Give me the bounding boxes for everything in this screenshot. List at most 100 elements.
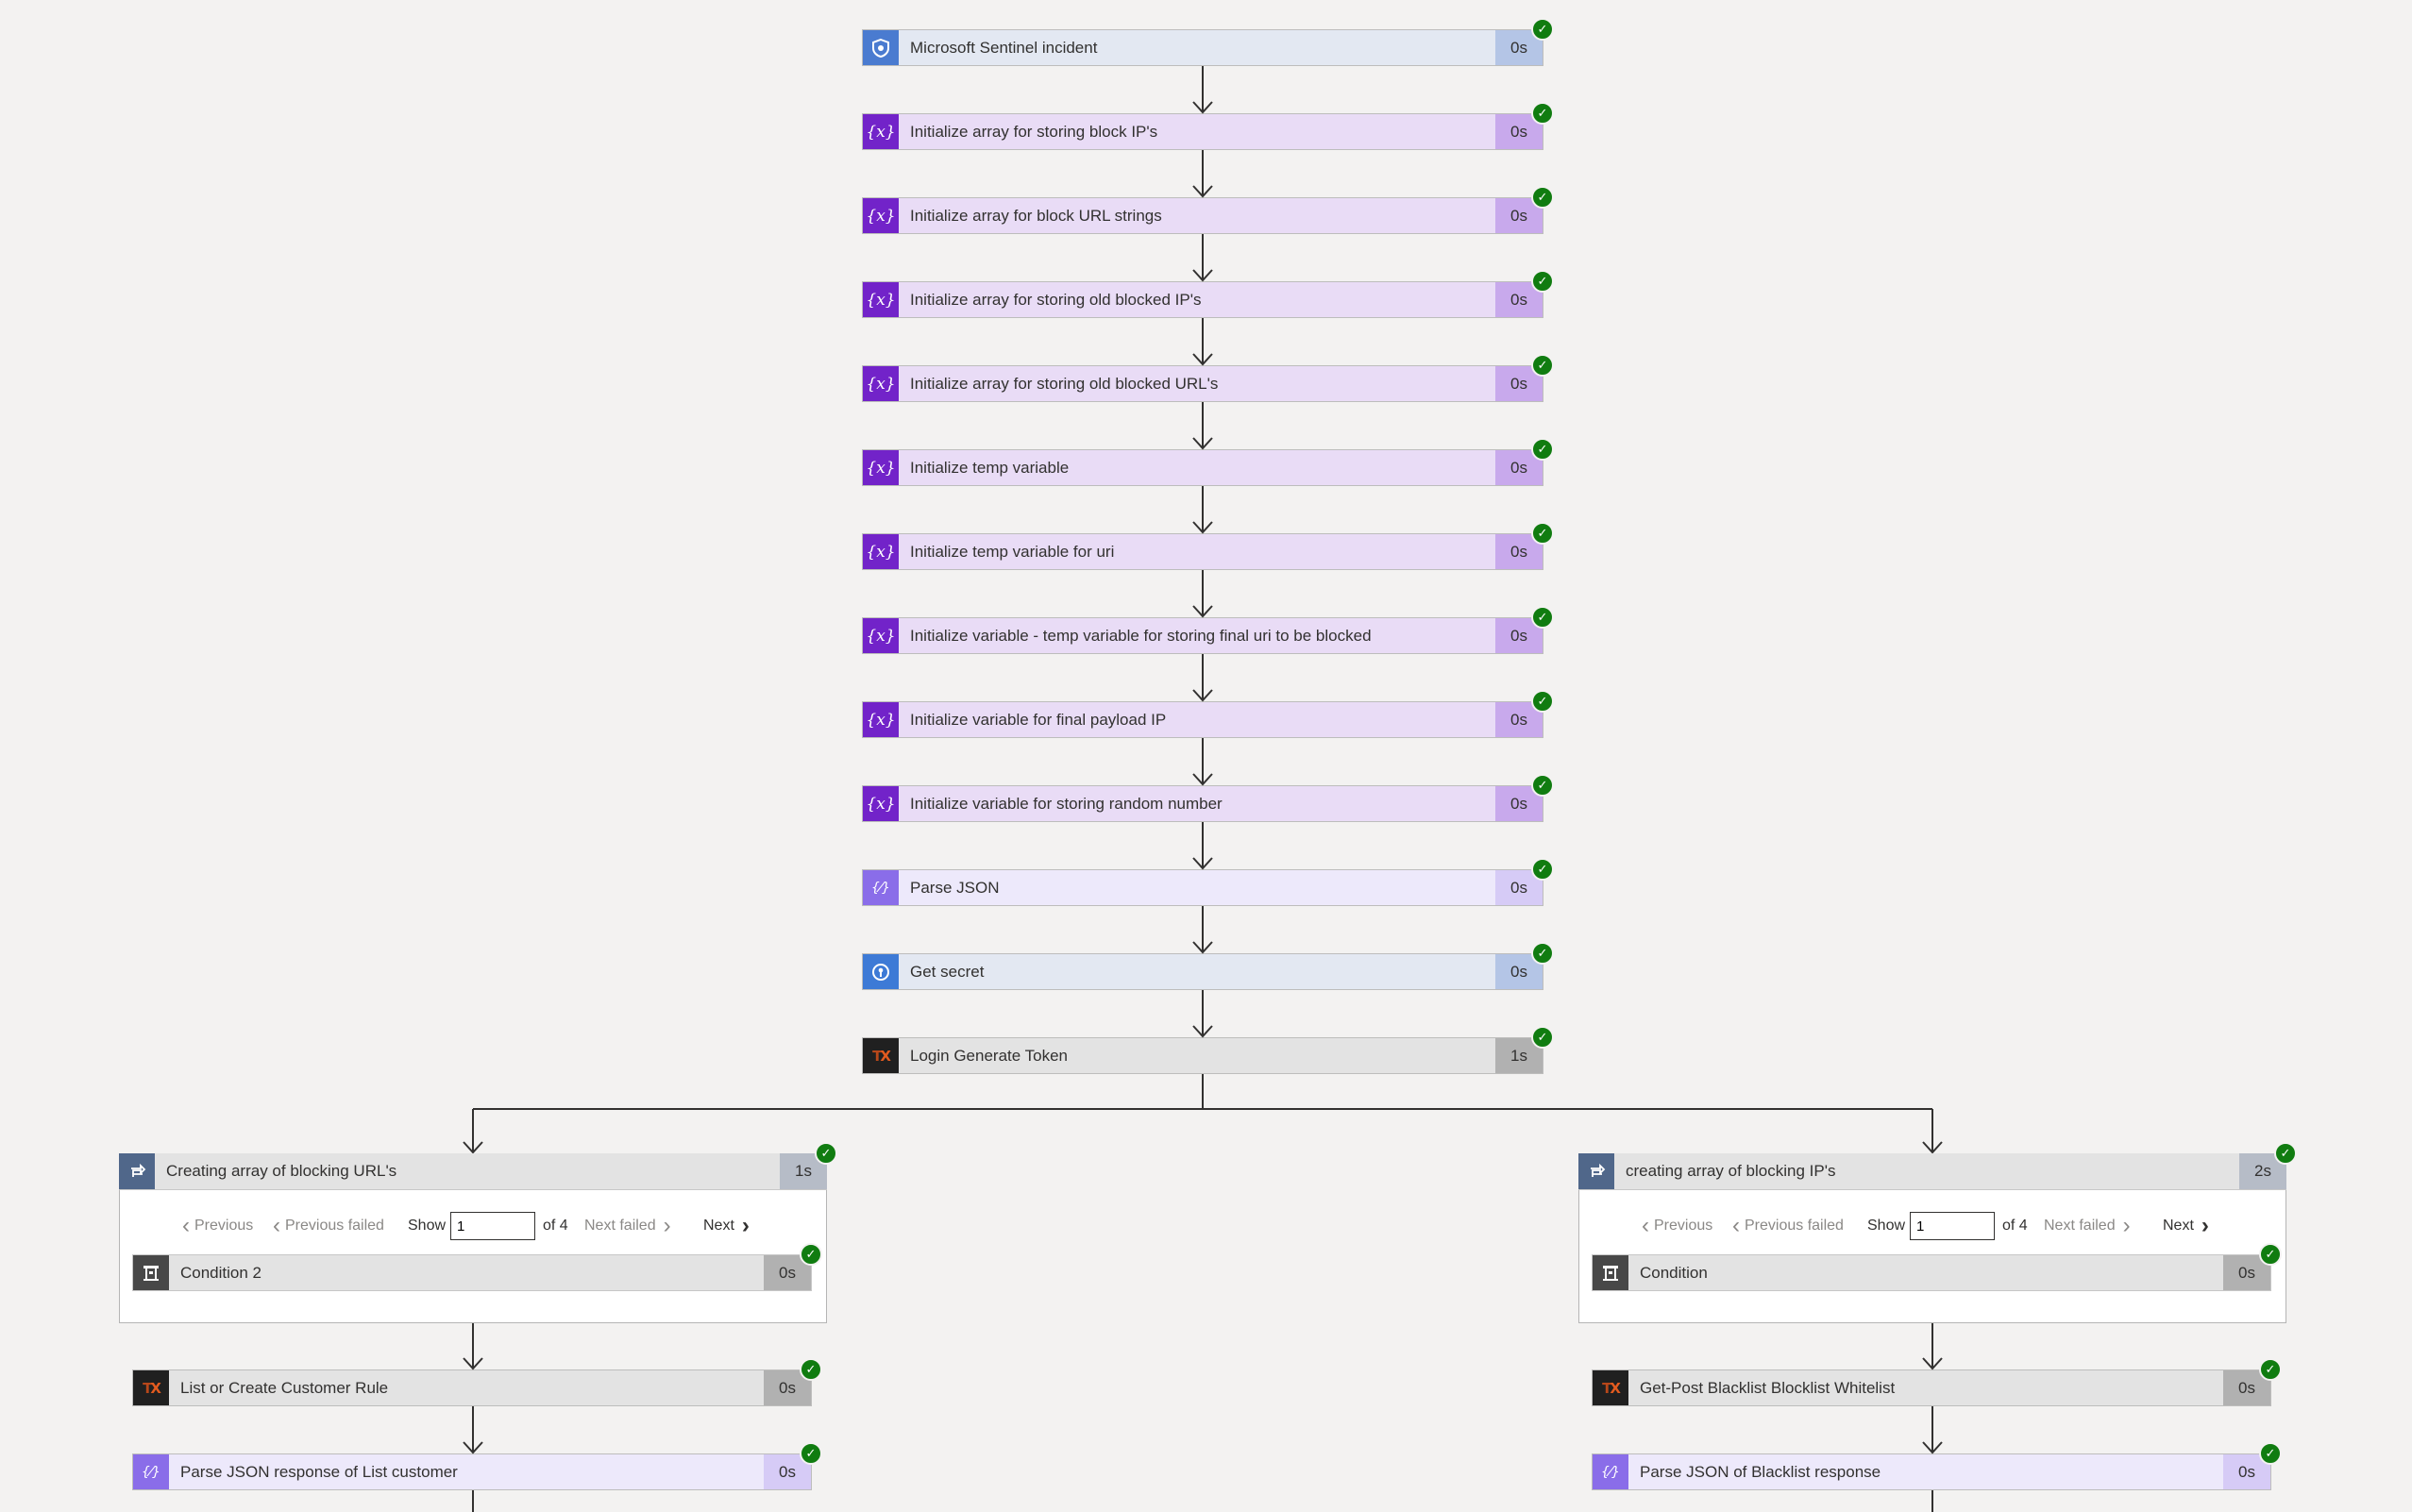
next-button[interactable]: Next › (2163, 1213, 2209, 1239)
success-check-icon: ✓ (1531, 1026, 1554, 1049)
step-title: creating array of blocking IP's (1614, 1153, 2239, 1189)
condition-icon (133, 1255, 169, 1290)
step-title: Initialize array for storing old blocked… (899, 282, 1495, 317)
step-title: Condition (1628, 1255, 2223, 1290)
chevron-left-icon: ‹ (1732, 1213, 1740, 1238)
next-failed-button[interactable]: Next failed › (584, 1213, 671, 1239)
arrow-head (1192, 605, 1213, 618)
variable-icon: {x} (863, 450, 899, 485)
chevron-left-icon: ‹ (182, 1213, 190, 1238)
arrow-head (1192, 269, 1213, 282)
success-check-icon: ✓ (2274, 1142, 2297, 1165)
flow-step[interactable]: {x}Initialize array for storing old bloc… (862, 365, 1543, 402)
iteration-number-input[interactable] (450, 1212, 535, 1240)
step-title: Parse JSON of Blacklist response (1628, 1454, 2223, 1489)
previous-label: Previous (1654, 1218, 1713, 1234)
success-check-icon: ✓ (1531, 774, 1554, 797)
success-check-icon: ✓ (2259, 1442, 2282, 1465)
step-duration: 0s (764, 1370, 811, 1405)
chevron-right-icon: › (663, 1213, 671, 1238)
arrow-head (1192, 689, 1213, 702)
step-title: Initialize variable for storing random n… (899, 786, 1495, 821)
next-failed-button[interactable]: Next failed › (2044, 1213, 2131, 1239)
step-duration: 0s (764, 1454, 811, 1489)
arrow-head (1192, 857, 1213, 870)
success-check-icon: ✓ (1531, 18, 1554, 41)
variable-icon: {x} (863, 786, 899, 821)
of-count-label: of 4 (543, 1218, 568, 1235)
flow-step[interactable]: {x}Initialize array for storing old bloc… (862, 281, 1543, 318)
flow-step[interactable]: {x}Initialize variable for storing rando… (862, 785, 1543, 822)
next-button[interactable]: Next › (703, 1213, 750, 1239)
step-title: Initialize variable for final payload IP (899, 702, 1495, 737)
previous-failed-button[interactable]: ‹Previous failed (273, 1213, 384, 1239)
chevron-right-icon: › (741, 1213, 750, 1238)
success-check-icon: ✓ (1531, 858, 1554, 881)
success-check-icon: ✓ (1531, 606, 1554, 629)
chevron-right-icon: › (2122, 1213, 2131, 1238)
previous-failed-label: Previous failed (285, 1218, 384, 1234)
flow-step[interactable]: {x}Initialize array for storing block IP… (862, 113, 1543, 150)
arrow-head (1192, 185, 1213, 198)
api-connector-icon: TX (133, 1370, 169, 1405)
step-title: Initialize temp variable for uri (899, 534, 1495, 569)
step-title: Creating array of blocking URL's (155, 1153, 780, 1189)
arrow-head (1192, 437, 1213, 450)
step-title: Initialize variable - temp variable for … (899, 618, 1495, 653)
parse-json-icon: {⁄} (863, 870, 899, 905)
loop-icon (119, 1153, 155, 1189)
api-connector-icon: TX (1593, 1370, 1628, 1405)
previous-button[interactable]: ‹Previous (1642, 1213, 1712, 1239)
step-title: Parse JSON response of List customer (169, 1454, 764, 1489)
next-failed-label: Next failed (584, 1218, 656, 1234)
flow-step[interactable]: {x}Initialize variable for final payload… (862, 701, 1543, 738)
arrow-head (1192, 353, 1213, 366)
step-title: Get-Post Blacklist Blocklist Whitelist (1628, 1370, 2223, 1405)
step-title: Parse JSON (899, 870, 1495, 905)
next-failed-label: Next failed (2044, 1218, 2116, 1234)
flow-step[interactable]: {x}Initialize array for block URL string… (862, 197, 1543, 234)
arrow-head (1192, 101, 1213, 114)
arrow-head (1192, 773, 1213, 786)
variable-icon: {x} (863, 366, 899, 401)
success-check-icon: ✓ (815, 1142, 837, 1165)
success-check-icon: ✓ (2259, 1358, 2282, 1381)
variable-icon: {x} (863, 702, 899, 737)
iteration-number-input[interactable] (1910, 1212, 1995, 1240)
previous-failed-button[interactable]: ‹Previous failed (1732, 1213, 1844, 1239)
step-duration: 0s (1495, 954, 1543, 989)
next-label: Next (2163, 1218, 2194, 1234)
success-check-icon: ✓ (800, 1358, 822, 1381)
success-check-icon: ✓ (1531, 186, 1554, 209)
flow-step[interactable]: {x}Initialize variable - temp variable f… (862, 617, 1543, 654)
next-label: Next (703, 1218, 734, 1234)
previous-button[interactable]: ‹Previous (182, 1213, 253, 1239)
success-check-icon: ✓ (1531, 522, 1554, 545)
condition-icon (1593, 1255, 1628, 1290)
step-title: List or Create Customer Rule (169, 1370, 764, 1405)
sentinel-icon (863, 30, 899, 65)
arrow-head (1922, 1141, 1943, 1154)
success-check-icon: ✓ (1531, 270, 1554, 293)
success-check-icon: ✓ (1531, 690, 1554, 713)
chevron-right-icon: › (2201, 1213, 2209, 1238)
of-count-label-label: of 4 (543, 1218, 568, 1234)
variable-icon: {x} (863, 282, 899, 317)
api-connector-icon: TX (863, 1038, 899, 1073)
